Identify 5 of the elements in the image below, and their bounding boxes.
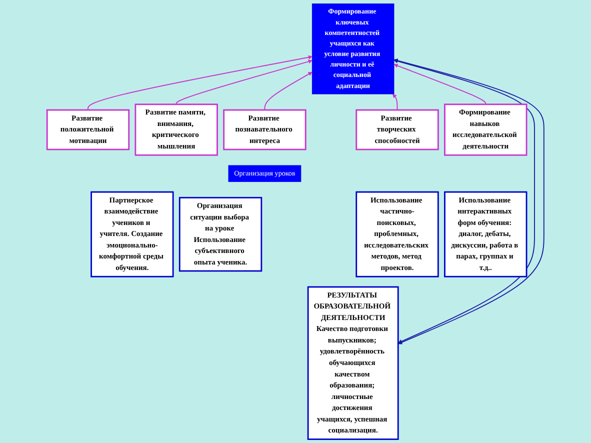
arrow (392, 94, 398, 110)
arrow (264, 72, 312, 110)
arrow (176, 60, 312, 105)
arrow (394, 64, 486, 105)
arrow (88, 55, 312, 110)
